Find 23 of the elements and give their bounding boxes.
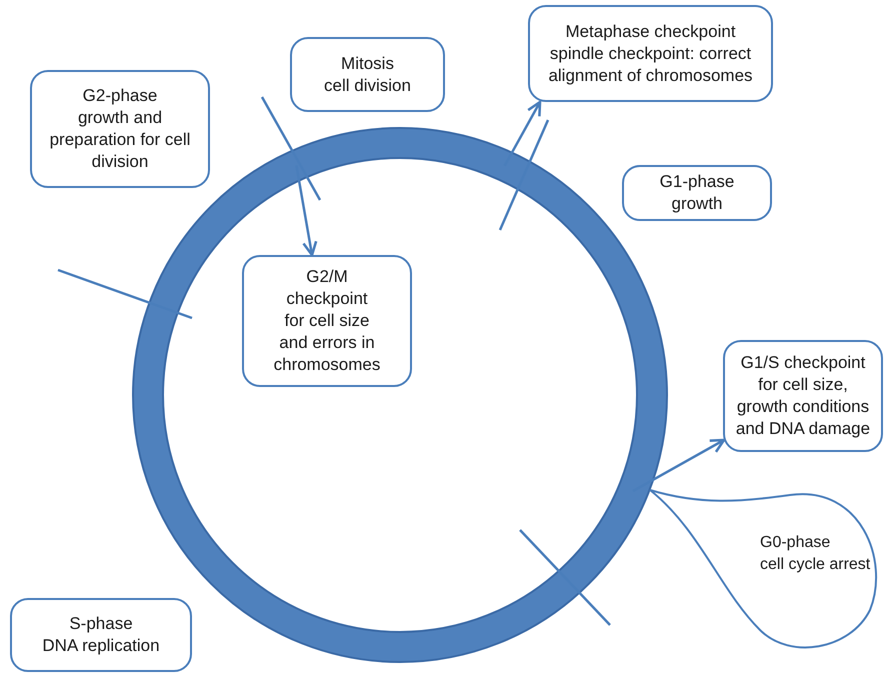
- phase-box: [622, 165, 772, 221]
- description-text: growth and preparation for cell division: [48, 107, 192, 173]
- arrow: [632, 438, 726, 492]
- description-text: cell division: [324, 74, 411, 96]
- description-text: growth: [671, 193, 723, 215]
- description-text: for cell size and errors in chromosomes: [272, 310, 382, 376]
- heading-text: G1-phase: [660, 171, 734, 193]
- arrow: [504, 100, 542, 166]
- heading-text: Metaphase checkpoint: [565, 20, 736, 42]
- heading-text: G2-phase: [82, 85, 158, 107]
- checkpoint-box: [528, 5, 773, 102]
- heading-text: Mitosis: [341, 52, 394, 74]
- heading-text: G0-phase: [760, 533, 832, 553]
- phase-box: [30, 70, 210, 188]
- checkpoint-box: [723, 340, 883, 452]
- phase-box: [10, 598, 192, 672]
- description-text: spindle checkpoint: correct alignment of chromosomes: [547, 42, 754, 86]
- description-text: for cell size, growth conditions and DNA damage: [734, 374, 872, 440]
- description-text: cell cycle arrest: [760, 555, 872, 575]
- heading-text: G1/S checkpoint: [740, 352, 866, 374]
- phase-box: [290, 37, 445, 112]
- heading-text: S-phase: [69, 613, 133, 635]
- description-text: DNA replication: [42, 635, 160, 657]
